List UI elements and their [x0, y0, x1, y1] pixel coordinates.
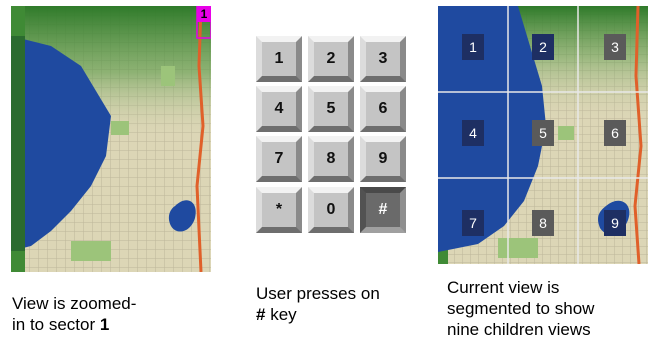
zoomed-map-image — [11, 6, 211, 272]
cell-label-2: 2 — [532, 34, 554, 60]
cell-label-6: 6 — [604, 120, 626, 146]
cell-label-8: 8 — [532, 210, 554, 236]
cell-label-1: 1 — [462, 34, 484, 60]
key-4[interactable]: 4 — [256, 86, 302, 132]
keypad-caption: User presses on # key — [256, 283, 380, 325]
keypad-caption-hash: # — [256, 305, 266, 324]
key-3[interactable]: 3 — [360, 36, 406, 82]
key-6[interactable]: 6 — [360, 86, 406, 132]
left-caption-line2: in to sector 1 — [12, 314, 136, 335]
cell-label-4: 4 — [462, 120, 484, 146]
left-caption-line2-text: in to sector — [12, 315, 100, 334]
key-8[interactable]: 8 — [308, 136, 354, 182]
keypad-caption-line1: User presses on — [256, 284, 380, 303]
segmented-map-view: 1 2 3 4 5 6 7 8 9 — [438, 6, 648, 264]
sector-1-tag: 1 — [197, 6, 211, 22]
cell-label-5: 5 — [532, 120, 554, 146]
key-5[interactable]: 5 — [308, 86, 354, 132]
key-2[interactable]: 2 — [308, 36, 354, 82]
right-caption-line2: segmented to show — [447, 299, 595, 318]
key-star[interactable]: * — [256, 187, 302, 233]
zoomed-map-view: 1 — [11, 6, 211, 272]
keypad-caption-suffix: key — [265, 305, 297, 324]
left-caption-line1: View is zoomed- — [12, 294, 137, 313]
cell-label-9: 9 — [604, 210, 626, 236]
key-hash-pressed[interactable]: # — [360, 187, 406, 233]
right-caption: Current view is segmented to show nine c… — [447, 277, 594, 340]
key-9[interactable]: 9 — [360, 136, 406, 182]
cell-label-7: 7 — [462, 210, 484, 236]
key-1[interactable]: 1 — [256, 36, 302, 82]
key-0[interactable]: 0 — [308, 187, 354, 233]
cell-label-3: 3 — [604, 34, 626, 60]
right-caption-line3: nine children views — [447, 320, 591, 339]
key-7[interactable]: 7 — [256, 136, 302, 182]
right-caption-line1: Current view is — [447, 278, 560, 297]
keypad-caption-line2: # key — [256, 304, 380, 325]
left-caption: View is zoomed- in to sector 1 — [12, 293, 136, 335]
left-caption-sector-number: 1 — [99, 315, 110, 334]
